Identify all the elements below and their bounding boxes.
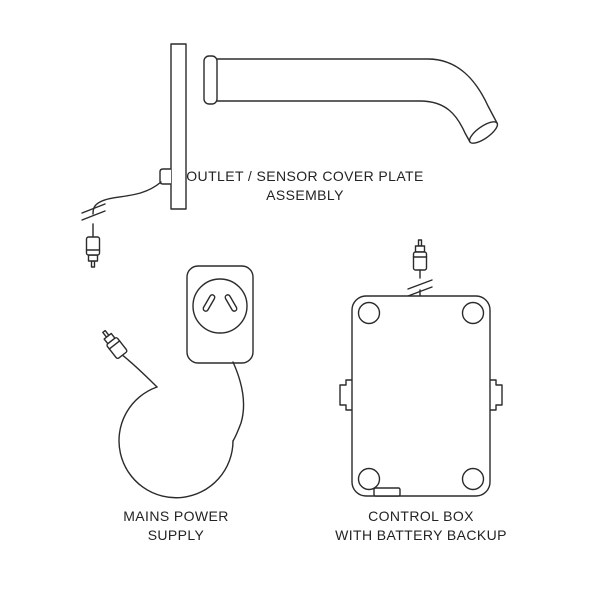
label-line: OUTLET / SENSOR COVER PLATE: [186, 168, 424, 184]
corner-screw: [357, 301, 381, 325]
label-line: CONTROL BOX: [368, 508, 474, 524]
cable-bracket: [159, 168, 171, 185]
control-box-connector-icon: [412, 239, 428, 271]
label-mains-power-supply: MAINS POWER SUPPLY: [66, 507, 286, 545]
spout-flange: [203, 55, 218, 105]
spout-top-edge: [216, 58, 498, 124]
spout-bottom-edge: [216, 100, 471, 143]
control-box-drawing: [339, 239, 503, 497]
corner-screw: [357, 467, 381, 491]
cable-break-marks: [81, 203, 106, 221]
wall-plate: [170, 43, 187, 210]
cable-connector-icon: [85, 236, 101, 268]
power-cord-loop: [118, 386, 234, 499]
socket-face: [192, 278, 248, 334]
spout-outlet-opening: [468, 121, 499, 144]
power-cord-entry: [232, 361, 245, 442]
corner-screw: [461, 467, 485, 491]
label-line: SUPPLY: [147, 527, 205, 543]
label-line: WITH BATTERY BACKUP: [335, 527, 507, 543]
power-cord-connector-icon: [98, 326, 129, 360]
mains-power-supply-drawing: [98, 265, 254, 499]
label-control-box: CONTROL BOX WITH BATTERY BACKUP: [301, 507, 541, 545]
pin-slot-left: [202, 294, 216, 312]
outlet-sensor-assembly-drawing: [81, 43, 499, 268]
label-line: ASSEMBLY: [266, 187, 344, 203]
bottom-clip: [373, 487, 401, 497]
sensor-cable-upper: [92, 181, 162, 215]
side-gland-right: [490, 379, 503, 411]
control-box-body: [351, 295, 491, 497]
label-outlet-sensor-assembly: OUTLET / SENSOR COVER PLATE ASSEMBLY: [145, 167, 465, 205]
side-gland-left: [339, 379, 352, 411]
power-cord-tail: [121, 354, 158, 388]
label-line: MAINS POWER: [123, 508, 229, 524]
corner-screw: [461, 301, 485, 325]
pin-slot-right: [224, 294, 238, 312]
